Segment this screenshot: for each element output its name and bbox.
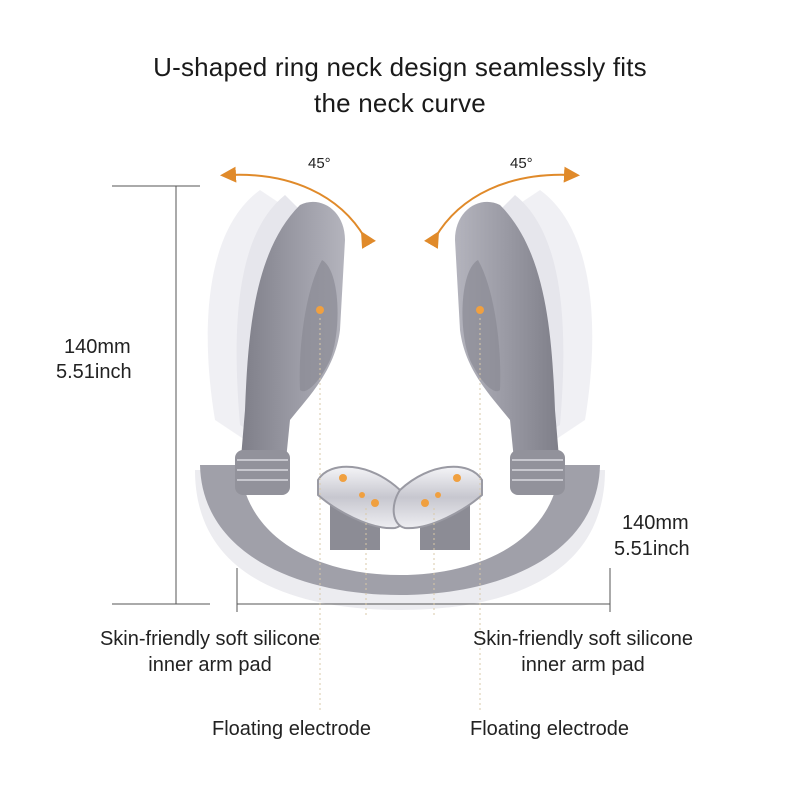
rotation-arrow-left bbox=[220, 166, 376, 249]
angle-label-right: 45° bbox=[510, 155, 533, 172]
headline-line-1: U-shaped ring neck design seamlessly fit… bbox=[153, 52, 647, 82]
width-dimension bbox=[236, 568, 611, 612]
headline-line-2: the neck curve bbox=[314, 88, 486, 118]
electrode-dot-right-arm bbox=[476, 306, 484, 314]
pad-callout-right-line-2: inner arm pad bbox=[521, 654, 645, 676]
electrode-callout-right: Floating electrode bbox=[470, 718, 629, 740]
height-mm-label: 140mm bbox=[64, 336, 131, 358]
right-arm bbox=[455, 201, 565, 495]
electrode-callout-left: Floating electrode bbox=[212, 718, 371, 740]
u-band-body bbox=[200, 465, 600, 595]
pad-callout-left-line-1: Skin-friendly soft silicone bbox=[99, 628, 321, 650]
electrode-dot-left-arm bbox=[316, 306, 324, 314]
pad-callout-left-line-2: inner arm pad bbox=[148, 654, 272, 676]
pad-callout-right-line-1: Skin-friendly soft silicone bbox=[472, 628, 694, 650]
height-dimension bbox=[112, 185, 210, 605]
angle-label-left: 45° bbox=[308, 155, 331, 172]
width-inch-label: 5.51inch bbox=[614, 538, 690, 560]
electrode-pad-right bbox=[392, 465, 483, 550]
height-inch-label: 5.51inch bbox=[56, 361, 132, 383]
width-mm-label: 140mm bbox=[622, 512, 689, 534]
left-arm bbox=[235, 201, 345, 495]
rotation-arrow-right bbox=[424, 166, 580, 249]
